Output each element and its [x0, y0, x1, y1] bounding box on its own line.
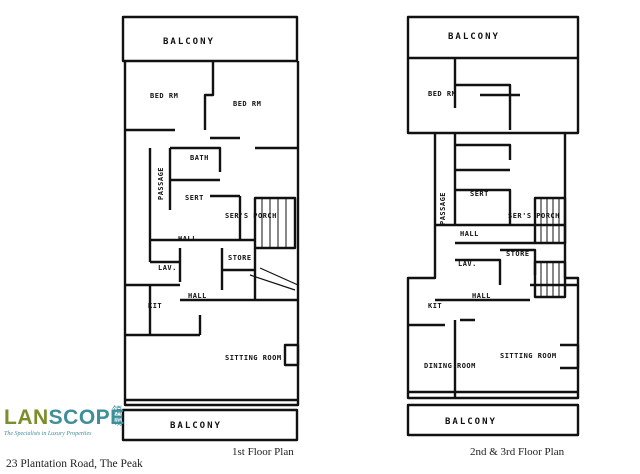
- right-bed-rm-label: BED RM: [428, 90, 456, 98]
- right-passage-label: PASSAGE: [439, 192, 447, 225]
- right-servant-label: SERT: [470, 190, 489, 198]
- left-hall-upper-label: HALL: [178, 235, 197, 243]
- left-servants-porch-label: SER'S PORCH: [225, 212, 277, 220]
- left-store-label: STORE: [228, 254, 252, 262]
- left-balcony-top-label: BALCONY: [163, 37, 215, 47]
- logo-tagline: The Specialists in Luxury Properties: [4, 431, 92, 437]
- right-lav-label: LAV.: [458, 260, 477, 268]
- left-hall-lower-label: HALL: [188, 292, 207, 300]
- left-servant-label: SERT: [185, 194, 204, 202]
- right-kit-label: KIT: [428, 302, 442, 310]
- right-hall-upper-label: HALL: [460, 230, 479, 238]
- left-lav-label: LAV.: [158, 264, 177, 272]
- left-passage-label: PASSAGE: [157, 167, 165, 200]
- left-balcony-bottom-label: BALCONY: [170, 421, 222, 431]
- right-store-label: STORE: [506, 250, 530, 258]
- right-dining-room-label: DINING ROOM: [424, 362, 476, 370]
- property-address: 23 Plantation Road, The Peak: [6, 458, 143, 470]
- plan-right-walls: [406, 15, 580, 437]
- right-hall-lower-label: HALL: [472, 292, 491, 300]
- caption-second-third-floor: 2nd & 3rd Floor Plan: [470, 446, 565, 458]
- landscope-logo: LANSCOPE The Specialists in Luxury Prope…: [4, 406, 144, 442]
- right-balcony-top-label: BALCONY: [448, 32, 500, 42]
- right-servants-porch-label: SER'S PORCH: [508, 212, 560, 220]
- right-balcony-bottom-label: BALCONY: [445, 417, 497, 427]
- plan-left-walls: [121, 15, 300, 442]
- logo-wordmark: LANSCOPE: [4, 406, 125, 429]
- right-sitting-room-label: SITTING ROOM: [500, 352, 557, 360]
- caption-first-floor: 1st Floor Plan: [232, 446, 294, 458]
- left-bed-rm-2-label: BED RM: [233, 100, 261, 108]
- left-kit-label: KIT: [148, 302, 162, 310]
- plan-left-labels: BALCONY BED RM BED RM BATH PASSAGE SERT …: [148, 37, 282, 431]
- left-bed-rm-1-label: BED RM: [150, 92, 178, 100]
- left-bath-label: BATH: [190, 154, 209, 162]
- left-sitting-room-label: SITTING ROOM: [225, 354, 282, 362]
- plan-right-labels: BALCONY BED RM SERT SER'S PORCH PASSAGE …: [424, 32, 560, 427]
- logo-chinese: 領域: [112, 406, 122, 428]
